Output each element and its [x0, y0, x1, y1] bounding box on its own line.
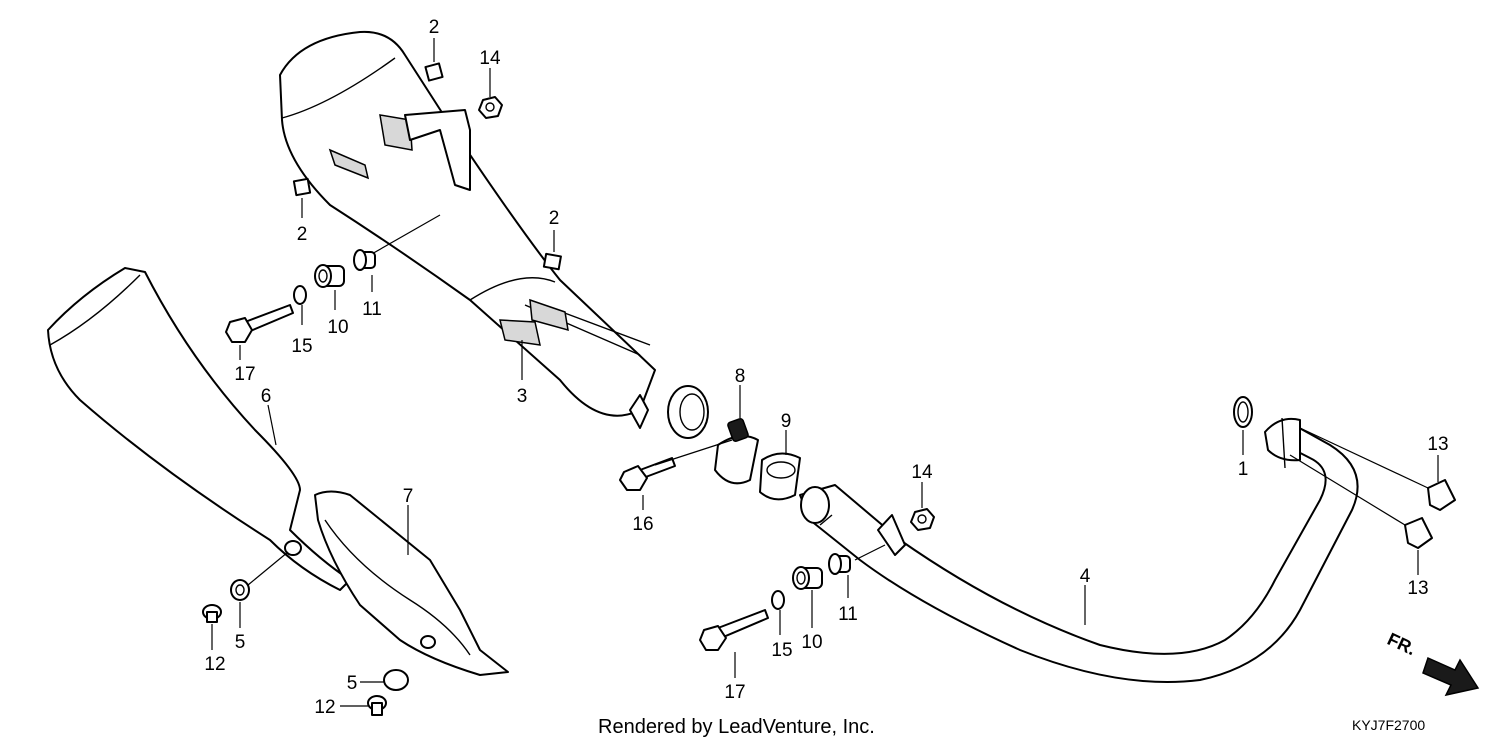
- label-15a: 15: [291, 336, 312, 357]
- label-11b: 11: [838, 604, 858, 625]
- fasteners: [202, 62, 1456, 716]
- label-12b: 12: [314, 697, 335, 718]
- part-labels: 2 14 2 2 11 10 15 17 3 6 7 8 9 16 14 1 1…: [204, 17, 1448, 718]
- label-11a: 11: [362, 299, 382, 320]
- label-10a: 10: [327, 317, 348, 338]
- label-12a: 12: [204, 654, 225, 675]
- leader-lines: [211, 38, 1439, 707]
- label-1: 1: [1238, 459, 1249, 480]
- label-8: 8: [735, 366, 746, 387]
- heat-guard-part-7: [314, 490, 509, 676]
- label-6: 6: [261, 386, 272, 407]
- label-2b: 2: [297, 224, 308, 245]
- front-direction-indicator: FR.: [1384, 629, 1480, 697]
- label-2c: 2: [549, 208, 560, 229]
- label-3: 3: [517, 386, 528, 407]
- label-13b: 13: [1407, 578, 1428, 599]
- muffler-protector-part-6: [47, 267, 351, 591]
- front-arrow-icon: [1422, 656, 1480, 697]
- muffler-part-3: [279, 30, 709, 439]
- footer-credit: Rendered by LeadVenture, Inc.: [598, 716, 875, 738]
- label-16: 16: [632, 514, 653, 535]
- label-4: 4: [1080, 566, 1091, 587]
- label-10b: 10: [801, 632, 822, 653]
- diagram-code: KYJ7F2700: [1352, 717, 1425, 733]
- front-label: FR.: [1384, 629, 1419, 659]
- label-7: 7: [403, 486, 414, 507]
- label-5a: 5: [235, 632, 246, 653]
- label-14b: 14: [911, 462, 933, 483]
- label-15b: 15: [771, 640, 792, 661]
- label-13a: 13: [1427, 434, 1448, 455]
- label-2a: 2: [429, 17, 440, 38]
- label-14a: 14: [479, 48, 501, 69]
- label-17b: 17: [724, 682, 745, 703]
- label-17a: 17: [234, 364, 255, 385]
- label-5b: 5: [347, 673, 358, 694]
- label-9: 9: [781, 411, 792, 432]
- exhaust-pipe-part-4: [799, 417, 1359, 683]
